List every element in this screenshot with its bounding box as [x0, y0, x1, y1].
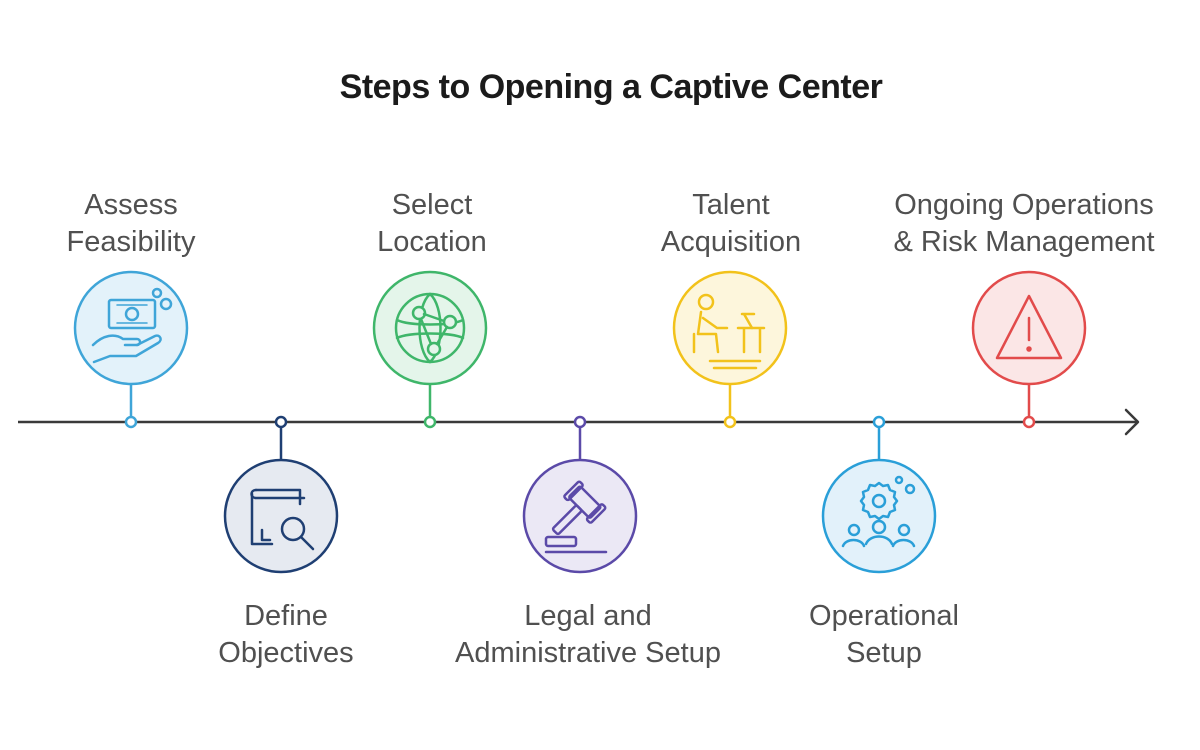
gavel-icon [544, 480, 608, 554]
warning-icon [995, 294, 1063, 360]
person-desk-icon [692, 293, 766, 370]
step-circle [522, 458, 638, 574]
gear-team-icon [841, 475, 916, 548]
step-node [423, 415, 437, 429]
money-hand-icon [91, 287, 173, 364]
step-node [124, 415, 138, 429]
step-legal-administrative-setup [522, 415, 638, 574]
step-circle [821, 458, 937, 574]
document-search-icon [250, 488, 315, 551]
step-circle [372, 270, 488, 386]
step-node [274, 415, 288, 429]
step-label-ongoing-operations-risk: Ongoing Operations& Risk Management [893, 189, 1155, 258]
step-circle [672, 270, 788, 386]
timeline-arrowhead [1124, 408, 1140, 436]
step-define-objectives [223, 415, 339, 574]
step-node [1022, 415, 1036, 429]
step-select-location [372, 270, 488, 429]
step-ongoing-operations-risk [971, 270, 1087, 429]
diagram-title: Steps to Opening a Captive Center [339, 68, 883, 106]
step-operational-setup [821, 415, 937, 574]
step-node [573, 415, 587, 429]
step-node [872, 415, 886, 429]
step-node [723, 415, 737, 429]
step-circle [223, 458, 339, 574]
step-talent-acquisition [672, 270, 788, 429]
globe-network-icon [394, 292, 466, 364]
step-assess-feasibility [73, 270, 189, 429]
